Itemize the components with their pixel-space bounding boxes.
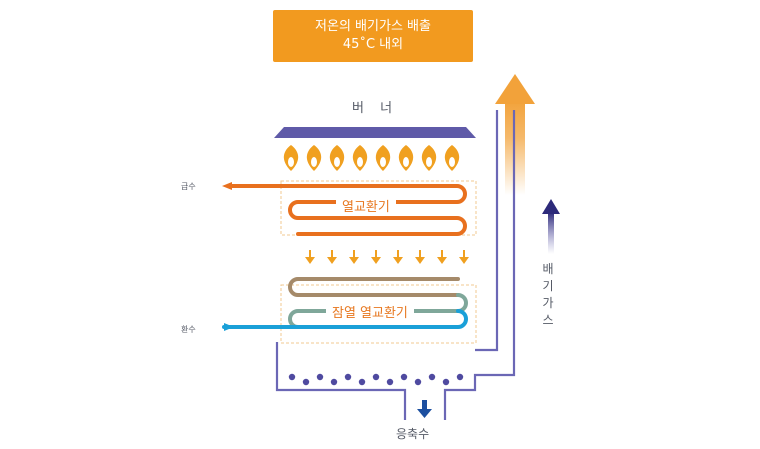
condensate-label: 응축수	[396, 427, 430, 441]
exhaust-gas-label: 배기가스	[542, 262, 554, 327]
exhaust-temperature-banner: 저온의 배기가스 배출 45˚C 내외	[273, 10, 473, 62]
latent-heat-exchanger-box	[280, 284, 477, 344]
supply-water-label: 급수	[181, 182, 196, 191]
down-arrow-icon	[305, 250, 315, 264]
banner-temperature: 45˚C 내외	[342, 37, 404, 52]
supply-arrow-icon	[222, 182, 232, 190]
latent-heat-exchanger-label: 잠열 열교환기	[326, 302, 414, 321]
down-arrow-icon	[393, 250, 403, 264]
flame-row	[283, 145, 460, 171]
down-arrow-icon	[327, 250, 337, 264]
down-arrow-icon	[459, 250, 469, 264]
heat-flow-arrows	[305, 250, 469, 264]
boiler-frame	[275, 110, 516, 420]
burner-cap	[274, 127, 476, 138]
down-arrow-icon	[437, 250, 447, 264]
banner-title: 저온의 배기가스 배출	[315, 19, 431, 34]
return-water-label: 환수	[181, 325, 196, 334]
down-arrow-icon	[415, 250, 425, 264]
condensate-droplets	[288, 373, 464, 386]
condensate-down-arrow-icon	[417, 400, 432, 418]
burner-label: 버 너	[352, 101, 399, 116]
return-arrow-icon	[224, 323, 234, 331]
exhaust-small-up-arrow-icon	[542, 199, 560, 254]
supply-pipe	[230, 184, 467, 236]
down-arrow-icon	[349, 250, 359, 264]
heat-exchanger-label: 열교환기	[336, 196, 396, 215]
down-arrow-icon	[371, 250, 381, 264]
